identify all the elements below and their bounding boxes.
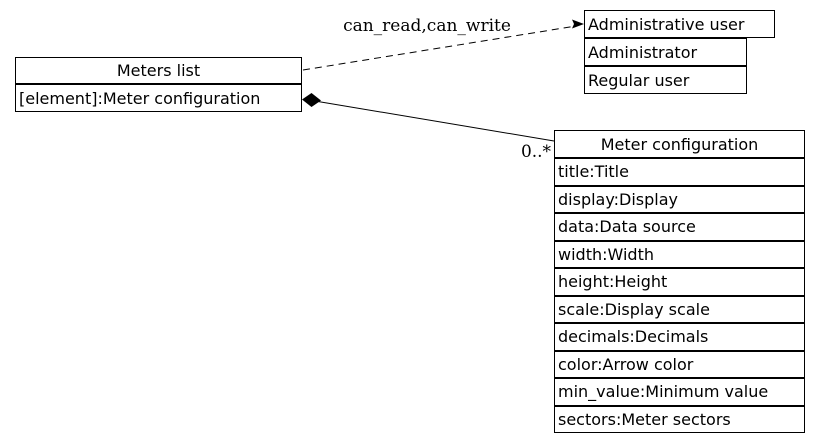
permission-edge-line [302, 26, 574, 71]
node-meters-list: Meters list [element]:Meter configuratio… [15, 57, 302, 112]
meter-configuration-row-title: title:Title [554, 158, 805, 186]
meter-configuration-row-sectors: sectors:Meter sectors [554, 405, 805, 433]
composition-edge-line [311, 100, 555, 142]
administrative-user-row-regular-user: Regular user [584, 66, 747, 94]
administrative-user-title: Administrative user [584, 10, 775, 38]
meter-configuration-row-display: display:Display [554, 185, 805, 213]
arrowhead-icon [572, 19, 584, 29]
meter-configuration-row-height: height:Height [554, 268, 805, 296]
administrative-user-row-administrator: Administrator [584, 38, 747, 66]
meters-list-row-element: [element]:Meter configuration [15, 84, 302, 112]
composition-diamond-icon [302, 93, 321, 107]
composition-edge-label: 0..* [521, 142, 552, 162]
node-administrative-user: Administrative user Administrator Regula… [584, 10, 775, 94]
meter-configuration-row-min-value: min_value:Minimum value [554, 378, 805, 406]
meter-configuration-row-color: color:Arrow color [554, 350, 805, 378]
meter-configuration-row-scale: scale:Display scale [554, 295, 805, 323]
permission-edge-label: can_read,can_write [343, 16, 511, 36]
meter-configuration-row-decimals: decimals:Decimals [554, 323, 805, 351]
node-meter-configuration: Meter configuration title:Title display:… [554, 130, 805, 433]
meter-configuration-row-width: width:Width [554, 240, 805, 268]
meter-configuration-row-data: data:Data source [554, 213, 805, 241]
meters-list-title: Meters list [15, 57, 302, 84]
meter-configuration-title: Meter configuration [554, 130, 805, 158]
